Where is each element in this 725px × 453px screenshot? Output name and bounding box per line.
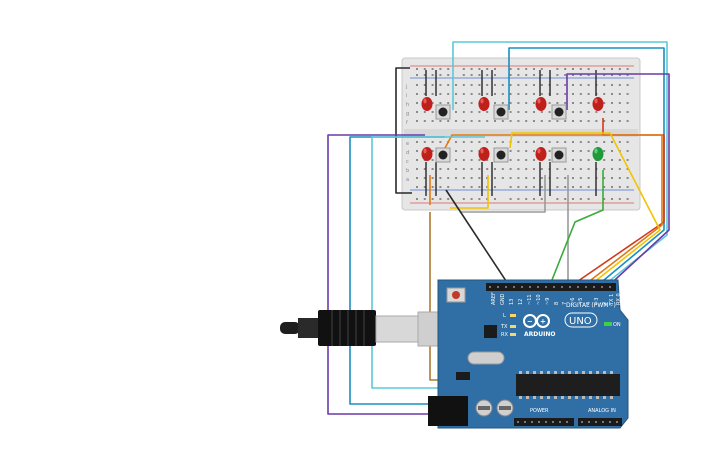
pin-label-6: ~6: [570, 298, 576, 305]
row-label-i: i: [406, 93, 407, 99]
usb-plug-ribs: [331, 310, 365, 346]
pin-label-5: ~5: [578, 298, 584, 305]
usb-cable-strain-relief: [280, 322, 300, 334]
led-label-tx: TX: [500, 324, 508, 330]
component-legs: [425, 70, 597, 196]
analog-in-label: ANALOG IN: [588, 408, 616, 414]
wire-yellow-short[interactable]: [450, 175, 489, 209]
icsp-header: [456, 372, 470, 380]
pushbutton-top-3[interactable]: [551, 104, 567, 120]
uno-model-label: UNO: [569, 316, 592, 327]
power-header: [514, 418, 574, 426]
pin-label-gnd: GND: [500, 293, 506, 305]
pushbutton-top-2[interactable]: [493, 104, 509, 120]
usb-plug-metal: [375, 315, 419, 343]
wire-black-diagonal[interactable]: [445, 189, 513, 291]
pin-label-3: ~3: [594, 298, 600, 305]
pushbutton-bottom-1[interactable]: [435, 147, 451, 163]
reset-button-cap: [452, 291, 460, 299]
usb-cable[interactable]: [280, 310, 461, 347]
digital-pwm-label: DIGITAL (PWM~): [566, 302, 616, 309]
analog-header: [578, 418, 622, 426]
wire-blue-top[interactable]: [508, 47, 665, 291]
pin-label-11: ~11: [527, 294, 533, 305]
power-on-label: ON: [613, 322, 621, 328]
pin-label-7: 7: [562, 302, 568, 305]
pushbutton-bottom-2[interactable]: [493, 147, 509, 163]
pin-label-rx0: RX 0: [616, 293, 622, 305]
wire-yellow[interactable]: [509, 132, 661, 291]
uno-badge: [564, 312, 598, 328]
usb-cable-jacket: [298, 318, 318, 338]
led-red-top-2[interactable]: [478, 97, 490, 111]
digital-header: [486, 283, 616, 291]
pin-label-10: ~10: [536, 294, 542, 305]
pin-label-12: 12: [518, 299, 524, 305]
atmega-chip: [516, 374, 620, 396]
digital-header-pins: [489, 286, 611, 288]
row-label-h: h: [406, 102, 409, 108]
components: [421, 97, 604, 163]
pin-label-2: 2: [602, 302, 608, 305]
svg-text:+: +: [540, 318, 546, 326]
led-red-bottom-2[interactable]: [478, 147, 490, 161]
atmega-chip-pins: [519, 371, 613, 399]
row-label-b: b: [406, 168, 409, 174]
pin-label-8: 8: [554, 302, 560, 305]
breadboard-holes: [416, 68, 629, 200]
row-label-g: g: [406, 111, 409, 117]
row-label-j: j: [405, 84, 407, 90]
row-label-f: f: [406, 120, 408, 126]
pin-label-4: 4: [586, 302, 592, 305]
arduino-brand-label: ARDUINO: [524, 331, 555, 338]
row-label-d: d: [406, 150, 409, 156]
wire-orange[interactable]: [444, 134, 663, 291]
breadboard[interactable]: j i h g f e d c b a: [401, 57, 641, 211]
pushbutton-bottom-3[interactable]: [551, 147, 567, 163]
pin-label-aref: AREF: [491, 292, 497, 305]
led-red-top-3[interactable]: [535, 97, 547, 111]
led-label-l: L: [503, 313, 506, 319]
row-label-c: c: [406, 159, 409, 165]
status-leds: L TX RX: [500, 313, 516, 338]
wire-purple-top[interactable]: [566, 73, 670, 291]
power-on-led: [604, 322, 612, 326]
wire-green[interactable]: [547, 170, 604, 291]
wire-gray-right[interactable]: [460, 175, 546, 213]
row-label-e: e: [406, 141, 409, 147]
dc-power-jack[interactable]: [428, 396, 468, 426]
led-red-bottom-3[interactable]: [535, 147, 547, 161]
led-red-bottom-1[interactable]: [421, 147, 433, 161]
wire-red-long[interactable]: [564, 118, 665, 291]
arduino-logo-icon: − +: [523, 314, 550, 328]
led-red-top-4[interactable]: [592, 97, 604, 111]
led-green-bottom[interactable]: [592, 147, 604, 161]
arduino-uno-board[interactable]: AREF GND 13 12 ~11 ~10 ~9 8 7 ~6 ~5 4 ~3…: [428, 279, 629, 429]
pin-label-tx1: TX 1: [609, 294, 615, 306]
pin-label-13: 13: [509, 299, 515, 305]
svg-text:−: −: [527, 318, 533, 326]
row-label-a: a: [406, 177, 409, 183]
led-red-top-1[interactable]: [421, 97, 433, 111]
wire-black-left[interactable]: [395, 67, 412, 194]
bottom-header-pins: [517, 421, 618, 423]
usb-plug-housing: [318, 310, 376, 346]
pushbutton-top-1[interactable]: [435, 104, 451, 120]
led-label-rx: RX: [501, 332, 508, 338]
crystal-oscillator: [467, 351, 505, 365]
pin-label-9: ~9: [545, 298, 551, 305]
usb-chip: [484, 325, 497, 338]
power-section-label: POWER: [530, 408, 549, 414]
